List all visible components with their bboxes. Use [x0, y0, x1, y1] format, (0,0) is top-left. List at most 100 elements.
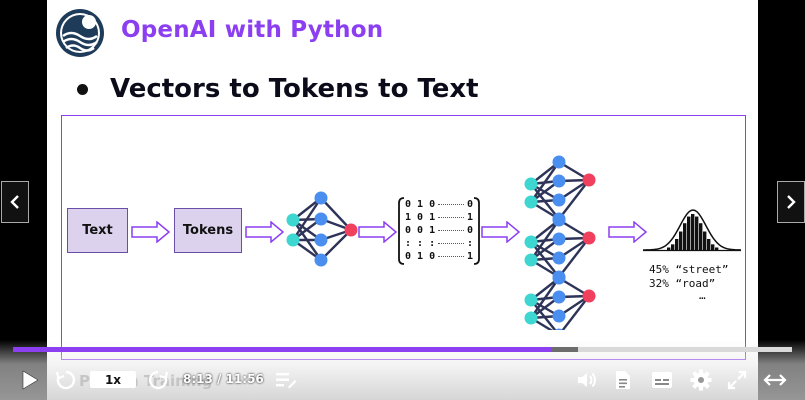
network-node: [554, 328, 564, 330]
histogram-bar: [691, 214, 695, 250]
matrix-row-left: 0 1 0: [405, 251, 436, 262]
histogram-bar: [683, 223, 687, 250]
network-node: [314, 253, 328, 267]
matrix-row-right: 0: [466, 199, 473, 210]
matrix-row: 0 0 1 0: [405, 224, 473, 237]
rewind-icon: [55, 370, 76, 390]
network-node: [314, 212, 328, 226]
play-icon: [22, 370, 39, 390]
matrix-row: : : ::: [405, 237, 473, 250]
matrix-row-dots: [438, 204, 464, 205]
bullet-row: Vectors to Tokens to Text: [77, 74, 479, 104]
time-display: 8:13 / 11:56: [183, 372, 264, 386]
histogram-bar: [711, 244, 715, 250]
network-node: [524, 235, 538, 249]
network-node: [582, 289, 596, 303]
network-node: [286, 233, 300, 247]
network-node: [286, 213, 300, 227]
network-node: [552, 251, 566, 265]
settings-button[interactable]: [688, 367, 714, 393]
volume-icon: [578, 372, 596, 388]
network-node: [314, 191, 328, 205]
matrix-row-dots: [438, 243, 464, 244]
histogram-bar: [667, 247, 671, 250]
matrix-row-left: 0 1 0: [405, 199, 436, 210]
network-node: [344, 223, 358, 237]
network-edge: [292, 197, 322, 241]
transcript-button[interactable]: [612, 368, 634, 392]
histogram-bar: [715, 247, 719, 250]
arrow-icon: [608, 221, 648, 243]
probability-street: 45% “street”: [649, 263, 729, 276]
network-node: [552, 155, 566, 169]
network-node: [552, 174, 566, 188]
previous-slide-button[interactable]: [1, 181, 29, 223]
network-node: [552, 290, 566, 304]
arrow-icon: [131, 221, 171, 243]
histogram-bar: [707, 238, 711, 250]
arrow-icon: [481, 221, 521, 243]
network-node: [552, 193, 566, 207]
histogram-bar: [671, 244, 675, 250]
captions-icon: [652, 372, 672, 388]
network-node: [582, 231, 596, 245]
transcript-icon: [616, 371, 630, 389]
fullscreen-button[interactable]: [725, 368, 749, 392]
slide: OpenAI with Python Vectors to Tokens to …: [47, 0, 758, 400]
bullet-heading: Vectors to Tokens to Text: [110, 74, 479, 104]
matrix-row-dots: [438, 217, 464, 218]
matrix-row-left: : : :: [405, 238, 436, 249]
play-button[interactable]: [18, 368, 42, 392]
network-node: [552, 309, 566, 323]
expand-icon: [763, 374, 787, 386]
text-box-label: Text: [82, 223, 113, 238]
histogram-bar: [675, 238, 679, 250]
matrix-row-right: 0: [466, 225, 473, 236]
neural-network-icon: [286, 191, 358, 267]
network-edge: [320, 229, 352, 261]
matrix-row-left: 0 0 1: [405, 225, 436, 236]
histogram-bar: [687, 216, 691, 250]
rewind-button[interactable]: [53, 367, 79, 393]
network-edge: [558, 179, 590, 220]
probability-ellipsis: …: [699, 289, 706, 302]
network-edge: [530, 277, 560, 319]
network-node: [552, 232, 566, 246]
histogram-bar: [695, 216, 699, 250]
text-box: Text: [67, 208, 128, 253]
progress-bar[interactable]: [13, 347, 792, 352]
matrix-brackets: [398, 197, 480, 265]
chevron-right-icon: [787, 195, 796, 209]
matrix-row-dots: [438, 230, 464, 231]
network-node: [524, 293, 538, 307]
network-edge: [320, 197, 352, 231]
matrix-row: 0 1 0 0: [405, 198, 473, 211]
network-node: [524, 311, 538, 325]
network-node: [552, 213, 566, 227]
volume-button[interactable]: [575, 368, 599, 392]
next-slide-button[interactable]: [777, 181, 805, 223]
playback-speed-button[interactable]: 1x: [90, 371, 136, 388]
expand-button[interactable]: [762, 368, 788, 392]
probability-distribution-icon: [643, 209, 741, 252]
notes-icon: [276, 373, 297, 389]
stacked-neural-network-icon: [524, 155, 596, 330]
fullscreen-icon: [727, 370, 747, 390]
network-node: [552, 271, 566, 285]
bullet-dot: [77, 83, 88, 95]
notes-button[interactable]: [274, 368, 298, 392]
network-node: [524, 253, 538, 267]
network-edge: [530, 161, 560, 203]
matrix-row-right: 1: [466, 212, 473, 223]
matrix-row-left: 1 0 1: [405, 212, 436, 223]
captions-button[interactable]: [649, 368, 675, 392]
network-node: [524, 195, 538, 209]
network-node: [314, 233, 328, 247]
forward-button[interactable]: [145, 367, 171, 393]
probability-road: 32% “road”: [649, 277, 716, 290]
arrow-icon: [358, 221, 398, 243]
tokens-box: Tokens: [174, 208, 242, 253]
histogram-bar: [699, 223, 703, 250]
